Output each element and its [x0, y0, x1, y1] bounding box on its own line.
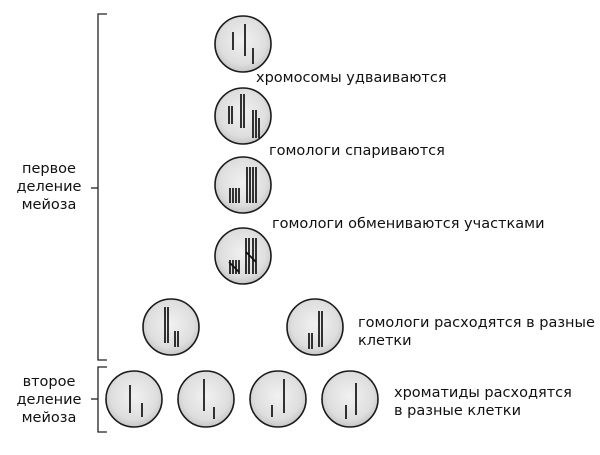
cell-3	[214, 156, 272, 214]
cell-6d	[321, 370, 379, 428]
cell-4	[214, 227, 272, 285]
label-chromosomes-duplicate: хромосомы удваиваются	[256, 70, 447, 86]
cell-5a	[142, 298, 200, 356]
cell-6a	[105, 370, 163, 428]
label-first-meiotic-division: первое деление мейоза	[16, 161, 82, 213]
cell-1	[214, 15, 272, 73]
bracket-meiosis-2	[91, 366, 107, 433]
label-second-meiotic-division: второе деление мейоза	[16, 374, 82, 426]
bracket-meiosis-1	[91, 13, 107, 361]
label-homologs-exchange: гомологи обмениваются участками	[272, 216, 545, 232]
cell-6c	[249, 370, 307, 428]
label-homologs-separate: гомологи расходятся в разные клетки	[358, 315, 595, 349]
cell-6b	[177, 370, 235, 428]
cell-5b	[286, 298, 344, 356]
label-homologs-pair: гомологи спариваются	[269, 143, 445, 159]
cell-2	[214, 87, 272, 145]
label-chromatids-separate: хроматиды расходятся в разные клетки	[394, 385, 572, 419]
